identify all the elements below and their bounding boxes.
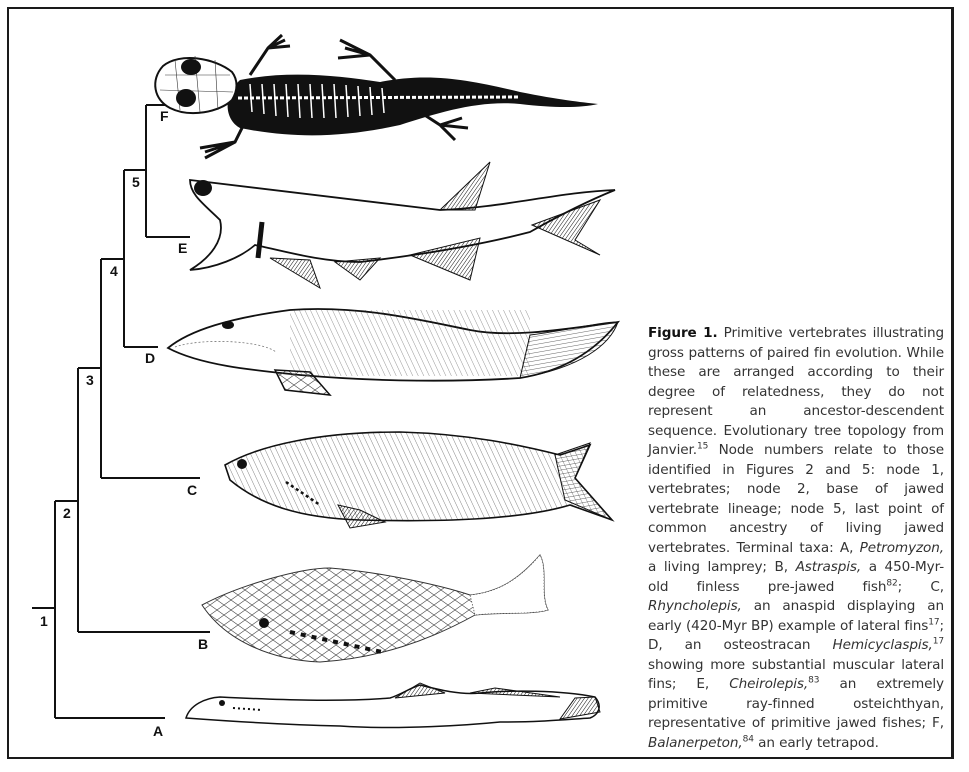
caption-text: Node numbers relate to those identified …: [648, 442, 944, 556]
lamprey-petromyzon-drawing: [185, 682, 601, 729]
caption-text: a 450-Myr-old finless pre-jawed fish: [648, 559, 944, 595]
caption-text: a living lamprey; B,: [648, 559, 796, 575]
caption-text: showing more substantial muscular latera…: [648, 656, 944, 693]
fish-hemicyclaspis-drawing: [166, 308, 621, 396]
tetrapod-balanerpeton-drawing: [154, 33, 598, 160]
fish-cheirolepis-drawing: [189, 161, 616, 290]
node-label-1: 1: [40, 613, 48, 629]
taxon-name-italic: Rhyncholepis,: [648, 598, 742, 614]
taxon-name-italic: Hemicyclaspis,: [832, 637, 933, 653]
node-label-2: 2: [63, 505, 71, 521]
caption-text: Primitive vertebrates illustrating gross…: [648, 325, 944, 458]
taxon-label-C: C: [187, 482, 198, 498]
caption-text: an early tetrapod.: [753, 734, 879, 751]
caption-text: an extremely primitive ray-finned osteic…: [648, 676, 944, 731]
taxon-name-italic: Balanerpeton,: [648, 734, 743, 751]
fish-astraspis-drawing: [201, 554, 549, 663]
taxon-label-B: B: [198, 636, 209, 652]
taxon-name-italic: Cheirolepis,: [729, 676, 809, 692]
taxon-label-E: E: [178, 240, 188, 256]
fish-rhyncholepis-drawing: [224, 431, 615, 529]
figure-label: Figure 1.: [648, 325, 718, 341]
citation-superscript: 82: [886, 577, 898, 588]
node-label-3: 3: [86, 372, 94, 388]
taxon-label-D: D: [145, 350, 156, 366]
citation-superscript: 84: [742, 733, 754, 744]
citation-superscript: 17: [928, 616, 940, 627]
caption-text: ; D, an osteostracan: [648, 617, 944, 654]
taxon-label-F: F: [160, 108, 169, 124]
citation-superscript: 15: [697, 441, 709, 452]
caption-text: ; C,: [897, 578, 944, 595]
citation-superscript: 17: [932, 636, 944, 647]
taxon-name-italic: Astraspis,: [795, 559, 862, 575]
node-label-5: 5: [132, 174, 140, 190]
taxon-name-italic: Petromyzon,: [859, 539, 944, 556]
caption-text: an anaspid displaying an early (420-Myr …: [648, 598, 944, 634]
cladogram: [32, 104, 210, 719]
citation-superscript: 83: [808, 675, 820, 686]
node-label-4: 4: [110, 263, 118, 279]
caption-body: Primitive vertebrates illustrating gross…: [648, 325, 944, 751]
taxon-label-A: A: [153, 723, 164, 739]
figure-frame: [7, 7, 954, 759]
figure-caption: Figure 1. Primitive vertebrates illustra…: [648, 324, 944, 753]
